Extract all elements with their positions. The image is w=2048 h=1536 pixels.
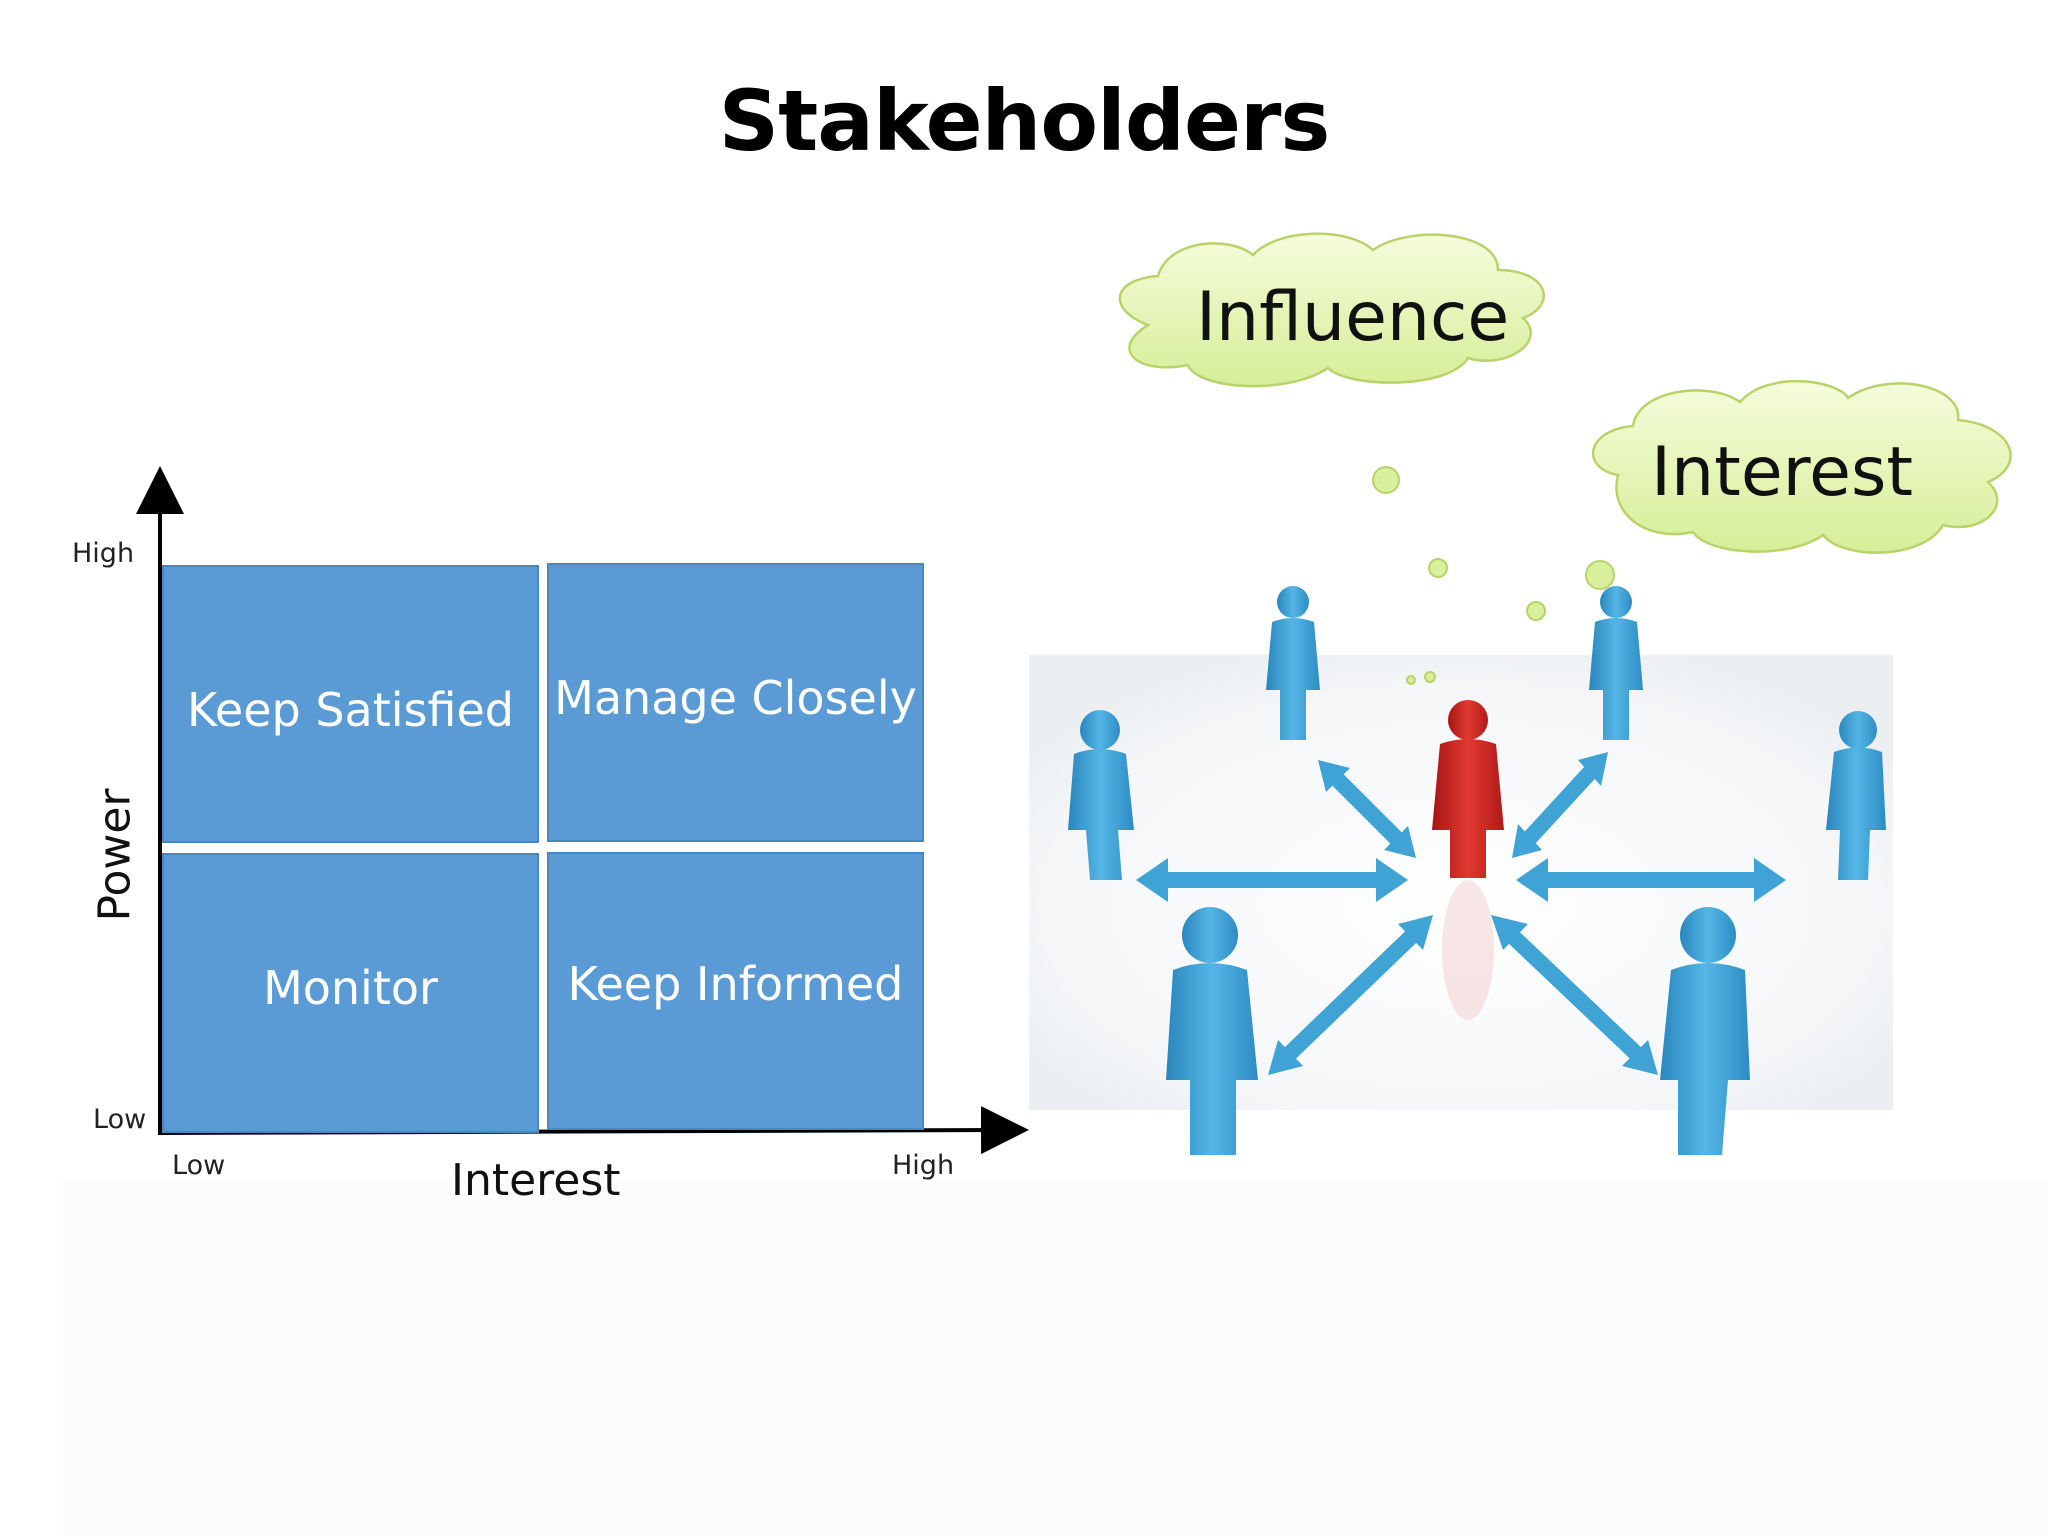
y-axis-high-label: High <box>72 538 135 569</box>
influence-bubble-text: Influence <box>1196 278 1510 357</box>
quadrant-keep-satisfied: Keep Satisfied <box>162 565 539 843</box>
quadrant-keep-informed: Keep Informed <box>547 852 924 1130</box>
interest-bubble <box>1591 380 2012 554</box>
arrow-lower-right <box>1491 915 1658 1075</box>
stakeholder-illustration: Influence Interest <box>1028 230 2048 1190</box>
x-axis-low-label: Low <box>172 1150 226 1181</box>
center-figure-reflection <box>1442 880 1494 1020</box>
arrow-left <box>1136 858 1408 902</box>
arrow-right <box>1516 858 1786 902</box>
interest-bubble-text: Interest <box>1651 433 1914 512</box>
quadrant-monitor: Monitor <box>162 853 539 1133</box>
person-icon-left <box>1068 710 1134 880</box>
arrow-upper-right <box>1512 752 1608 858</box>
x-axis-high-label: High <box>892 1150 955 1181</box>
arrows <box>1136 752 1786 1075</box>
x-axis-title: Interest <box>451 1155 621 1206</box>
slide-background <box>63 1180 2048 1536</box>
y-axis-low-label: Low <box>93 1104 147 1135</box>
arrow-upper-left <box>1318 760 1416 858</box>
person-icon-center <box>1432 700 1504 878</box>
page-title: Stakeholders <box>718 72 1331 170</box>
person-icon-top-left <box>1266 586 1320 740</box>
person-icon-right <box>1826 711 1886 880</box>
influence-bubble <box>1118 232 1545 388</box>
stakeholder-network-graphic <box>1029 232 2012 1155</box>
arrow-lower-left <box>1268 915 1433 1075</box>
quadrant-manage-closely: Manage Closely <box>547 563 924 842</box>
person-icon-top-right <box>1589 586 1643 740</box>
power-interest-matrix: Keep Satisfied Manage Closely Monitor Ke… <box>0 0 1040 1240</box>
person-icon-bottom-right <box>1660 907 1750 1155</box>
y-axis-title: Power <box>89 788 141 922</box>
person-icon-bottom-left <box>1166 907 1258 1155</box>
thought-dots <box>1372 466 1615 685</box>
